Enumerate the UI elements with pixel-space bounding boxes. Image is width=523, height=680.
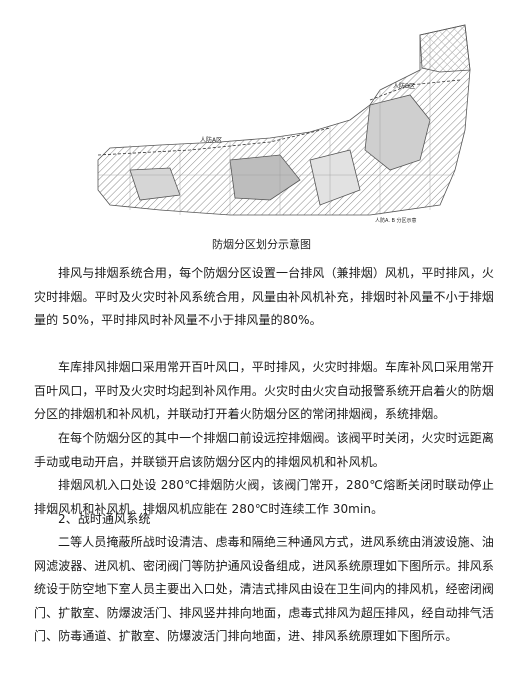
zone-a-label: 人防A区 [200,136,222,144]
zone-note-label: 人防A. B 分区示意 [375,217,417,224]
paragraph-5: 二等人员掩蔽所战时设清洁、虑毒和隔绝三种通风方式，进风系统由消波设施、油网滤波器… [34,535,494,643]
paragraph-4: 排烟风机入口处设 280℃排烟防火阀，该阀门常开，280℃熔断关闭时联动停止排烟… [34,478,494,516]
paragraph-2: 车库排风排烟口采用常开百叶风口，平时排风，火灾时排烟。车库补风口采用常开百叶风口… [34,360,494,421]
zone-boundaries [97,79,461,156]
paragraph-1: 排风与排烟系统合用，每个防烟分区设置一台排风（兼排烟）风机，平时排风，火灾时排烟… [34,266,494,327]
section-heading: 2、战时通风系统 [58,512,151,526]
building-outline [97,24,471,216]
grid-lines [98,35,455,215]
paragraph-3: 在每个防烟分区的其中一个排烟口前设远控排烟阀。该阀平时关闭，火灾时远距离手动或电… [34,431,494,469]
smoke-zone-floor-plan: 人防A区 人防B区 人防A. B 分区示意 [97,24,471,224]
figure-caption: 防烟分区划分示意图 [212,238,311,251]
zone-b-label: 人防B区 [393,82,415,90]
